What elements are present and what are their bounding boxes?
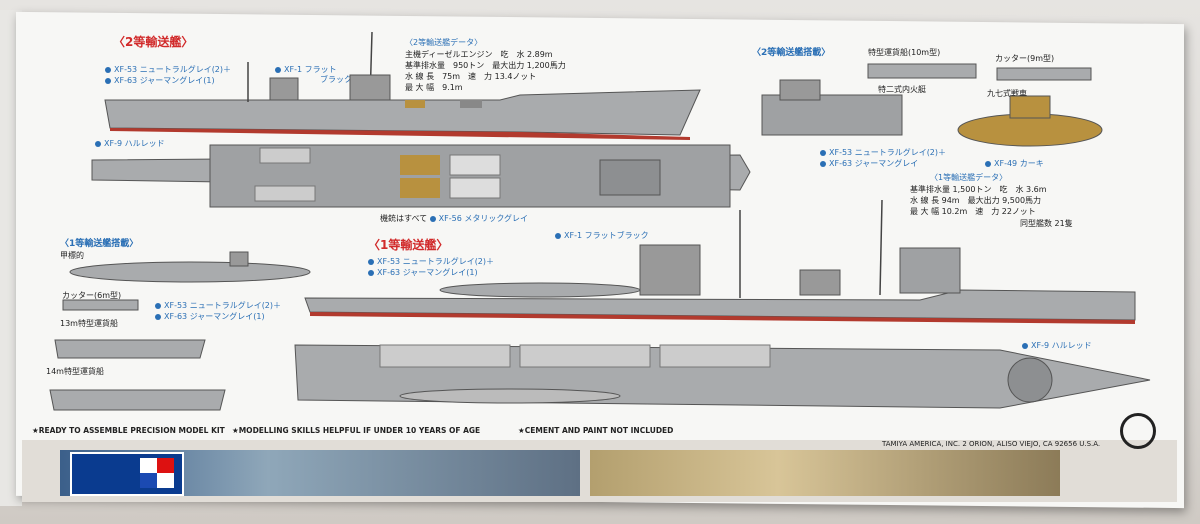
tamiya-star-logo xyxy=(140,458,174,488)
guns-note: 機銃はすべて XF-56 メタリックグレイ xyxy=(380,213,528,224)
cargo-tank-type97-label: 九七式戦車 xyxy=(987,89,1027,98)
paint-xf9-no1-text: XF-9 ハルレッド xyxy=(1031,341,1092,350)
paint-dot-icon xyxy=(368,269,374,276)
paint-xf56-text: XF-56 メタリックグレイ xyxy=(438,214,529,223)
paint-xf63-cutter-text: XF-63 ジャーマングレイ(1) xyxy=(164,312,265,321)
data-no2-row2: 基準排水量 950トン 最大出力 1,200馬力 xyxy=(405,61,566,70)
paint-xf63-no1-text: XF-63 ジャーマングレイ(1) xyxy=(377,268,478,277)
paint-xf63-cargo-text: XF-63 ジャーマングレイ xyxy=(829,159,919,168)
title-no2-transport: 〈2等輸送艦〉 xyxy=(113,35,194,49)
cargo-tank-type2-label: 特二式内火艇 xyxy=(878,85,926,94)
no1-top-view xyxy=(294,344,1151,409)
paint-dot-icon xyxy=(275,66,281,73)
data-no1-row1: 基準排水量 1,500トン 吃 水 3.6m xyxy=(910,185,1047,194)
paint-xf53-label: XF-53 ニュートラルグレイ(2)＋ xyxy=(105,64,231,75)
paint-xf53-no1: XF-53 ニュートラルグレイ(2)＋ xyxy=(368,256,494,267)
paint-xf53-cutter: XF-53 ニュートラルグレイ(2)＋ xyxy=(155,300,281,311)
paint-dot-icon xyxy=(820,149,826,156)
data-no1-row3: 最 大 幅 10.2m 速 力 22ノット xyxy=(910,207,1036,216)
footer-skills: ★MODELLING SKILLS HELPFUL IF UNDER 10 YE… xyxy=(232,426,481,435)
paint-dot-icon xyxy=(820,160,826,167)
paint-xf63-cargo: XF-63 ジャーマングレイ xyxy=(820,158,918,169)
box-art-strip-right xyxy=(590,450,1060,496)
cargo-barge14-label: 14m特型運貨船 xyxy=(46,367,104,376)
paint-xf9-text: XF-9 ハルレッド xyxy=(104,139,165,148)
paint-dot-icon xyxy=(985,160,991,167)
paint-xf53-text: XF-53 ニュートラルグレイ(2)＋ xyxy=(114,65,232,74)
paint-xf9-no1: XF-9 ハルレッド xyxy=(1022,340,1092,351)
paint-dot-icon xyxy=(105,66,111,73)
data-no1-title: 〈1等輸送艦データ〉 xyxy=(930,173,1008,182)
footer-address: TAMIYA AMERICA, INC. 2 ORION, ALISO VIEJ… xyxy=(882,440,1101,448)
data-no1-row4: 同型艦数 21隻 xyxy=(1020,219,1073,228)
paint-xf1fb-text: XF-1 フラットブラック xyxy=(564,231,649,240)
paint-xf63-text: XF-63 ジャーマングレイ(1) xyxy=(114,76,215,85)
paint-xf1-flat-black-no1: XF-1 フラットブラック xyxy=(555,230,649,241)
paint-xf53-cargo: XF-53 ニュートラルグレイ(2)＋ xyxy=(820,147,946,158)
paint-dot-icon xyxy=(1022,342,1028,349)
paint-dot-icon xyxy=(555,232,561,239)
paint-xf1-black: ブラック xyxy=(320,75,352,84)
data-no2-row3: 水 線 長 75m 速 力 13.4ノット xyxy=(405,72,537,81)
data-no2-row1: 主機ディーゼルエンジン 吃 水 2.89m xyxy=(405,50,553,59)
data-no2-row4: 最 大 幅 9.1m xyxy=(405,83,463,92)
paint-dot-icon xyxy=(95,140,101,147)
no1-side-profile xyxy=(304,199,1136,324)
paint-dot-icon xyxy=(155,313,161,320)
paint-xf63-cutter: XF-63 ジャーマングレイ(1) xyxy=(155,311,265,322)
paint-xf53-no1-text: XF-53 ニュートラルグレイ(2)＋ xyxy=(377,257,495,266)
guns-note-text: 機銃はすべて xyxy=(380,214,428,223)
paint-xf1-text: XF-1 フラット xyxy=(284,65,337,74)
cargo-cutter9-label: カッター(9m型) xyxy=(995,54,1055,63)
paint-dot-icon xyxy=(105,77,111,84)
footer-cement: ★CEMENT AND PAINT NOT INCLUDED xyxy=(518,426,674,435)
cargo-no2-drawings xyxy=(761,63,1103,147)
cargo-no1-title: 〈1等輸送艦搭載〉 xyxy=(60,239,139,249)
cargo-no2-title: 〈2等輸送艦搭載〉 xyxy=(752,48,831,58)
cargo-midget-sub-label: 甲標的 xyxy=(60,251,84,260)
data-no2-title: 〈2等輸送艦データ〉 xyxy=(405,38,483,47)
cargo-barge13-label: 13m特型運貨船 xyxy=(60,319,118,328)
paint-xf1-label: XF-1 フラット xyxy=(275,64,337,75)
paint-dot-icon xyxy=(368,258,374,265)
cargo-no1-drawings xyxy=(49,251,311,411)
paint-xf63-no1: XF-63 ジャーマングレイ(1) xyxy=(368,267,478,278)
paint-dot-icon xyxy=(429,215,436,222)
recycle-icon xyxy=(1120,413,1156,449)
title-no1-transport: 〈1等輸送艦〉 xyxy=(368,238,449,252)
paint-xf9-label-no2: XF-9 ハルレッド xyxy=(95,138,165,149)
cargo-cutter6-label: カッター(6m型) xyxy=(62,291,122,300)
no2-side-profile xyxy=(104,31,701,140)
paint-xf63-label: XF-63 ジャーマングレイ(1) xyxy=(105,75,215,86)
paint-xf53-cargo-text: XF-53 ニュートラルグレイ(2)＋ xyxy=(829,148,947,157)
cargo-barge10-label: 特型運貨船(10m型) xyxy=(868,48,941,57)
data-no1-row2: 水 線 長 94m 最大出力 9,500馬力 xyxy=(910,196,1042,205)
footer-ready: ★READY TO ASSEMBLE PRECISION MODEL KIT xyxy=(32,426,225,435)
paint-dot-icon xyxy=(155,302,161,309)
paint-xf49: XF-49 カーキ xyxy=(985,158,1044,169)
paint-xf49-text: XF-49 カーキ xyxy=(994,159,1044,168)
paint-xf53-cutter-text: XF-53 ニュートラルグレイ(2)＋ xyxy=(164,301,282,310)
no2-top-view xyxy=(91,144,751,208)
